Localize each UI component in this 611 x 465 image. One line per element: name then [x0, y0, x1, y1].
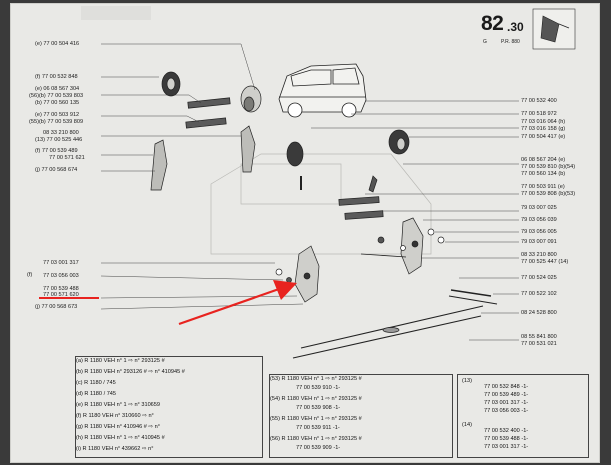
- red-arrow: [178, 280, 297, 326]
- notes-table-middle: (53) R 1180 VEH n° 1 ⇨ n° 293125 # 77 00…: [269, 374, 453, 458]
- ref-left-11: (j) 77 00 568 673: [35, 304, 78, 310]
- ref-left-10b-highlighted: 77 00 571 620: [43, 292, 79, 298]
- ref-right-11b: 77 00 525 447 (14): [521, 259, 569, 265]
- ref-left-5a: 08 33 210 800: [43, 130, 79, 136]
- ref-left-1: (e) 77 00 504 416: [35, 41, 80, 47]
- car-illustration: [278, 63, 367, 118]
- ref-right-10: 79 03 007 091: [521, 239, 557, 245]
- ref-right-1: 77 00 532 400: [521, 98, 557, 104]
- note-row: (h) R 1180 VEH n° 1 ⇨ n° 410945 #: [76, 435, 165, 441]
- note-row: (53) R 1180 VEH n° 1 ⇨ n° 293125 #: [270, 376, 362, 382]
- note-row: 77 00 532 848 -1-: [484, 384, 529, 390]
- note-row: (f) R 1180 VEH n° 310660 ⇨ n°: [76, 413, 154, 419]
- ref-left-10a: 77 00 539 488: [43, 286, 79, 292]
- ref-right-8: 79 03 056 039: [521, 217, 557, 223]
- ref-right-4: 77 00 504 417 (e): [521, 134, 566, 140]
- note-row: (c) R 1180 / 745: [76, 380, 116, 386]
- ref-right-12: 77 00 524 025: [521, 275, 557, 281]
- ref-left-8: 77 03 001 317: [43, 260, 79, 266]
- ref-left-2: (f) 77 00 532 848: [35, 74, 78, 80]
- note-row: (g) R 1180 VEH n° 410946 # ⇨ n°: [76, 424, 161, 430]
- note-row: (14): [462, 422, 472, 428]
- ref-right-15a: 08 55 841 800: [521, 334, 557, 340]
- ref-left-4a: (e) 77 00 503 912: [35, 112, 80, 118]
- page-number: 82: [481, 12, 504, 35]
- note-row: 77 00 539 909 -1-: [296, 445, 341, 451]
- note-row: (b) R 1180 VEH n° 293126 # ⇨ n° 410945 #: [76, 369, 185, 375]
- note-row: 77 03 001 317 -1-: [484, 400, 529, 406]
- note-row: (a) R 1180 VEH n° 1 ⇨ n° 293125 #: [76, 358, 165, 364]
- ref-left-4b: (55)(b) 77 00 539 809: [29, 119, 84, 125]
- ref-right-3b: 77 03 016 158 (g): [521, 126, 566, 132]
- bracket-label: (f): [27, 272, 33, 278]
- ref-right-14: 08 24 528 800: [521, 310, 557, 316]
- ref-left-7: (j) 77 00 568 674: [35, 167, 78, 173]
- note-row: 77 00 539 908 -1-: [296, 405, 341, 411]
- note-row: 77 03 056 003 -1-: [484, 408, 529, 414]
- ref-right-5c: 77 00 560 134 (b): [521, 171, 566, 177]
- note-row: (54) R 1180 VEH n° 1 ⇨ n° 293125 #: [270, 396, 362, 402]
- note-row: 77 00 539 910 -1-: [296, 385, 341, 391]
- ref-left-6a: (f) 77 00 539 489: [35, 148, 78, 154]
- ref-right-3a: 77 03 016 064 (h): [521, 119, 566, 125]
- ref-right-5a: 06 08 567 204 (e): [521, 157, 566, 163]
- ref-left-3b: (56)(b) 77 00 539 803: [29, 93, 84, 99]
- pr-code: P.R. 880: [501, 39, 520, 45]
- ref-right-7: 79 03 007 025: [521, 205, 557, 211]
- ref-right-13: 77 00 522 102: [521, 291, 557, 297]
- ref-left-6b: 77 00 571 621: [49, 155, 85, 161]
- note-row: (e) R 1180 VEH n° 1 ⇨ n° 310659: [76, 402, 161, 408]
- ref-left-3a: (e) 06 08 567 304: [35, 86, 80, 92]
- page-suffix: .30: [507, 20, 524, 34]
- note-row: (d) R 1180 / 745: [76, 391, 117, 397]
- ref-right-5b: 77 00 539 810 (b)(54): [521, 164, 576, 170]
- note-row: (i) R 1180 VEH n° 439662 ⇨ n°: [76, 446, 154, 452]
- section-letter: G: [483, 39, 487, 45]
- notes-table-right: (13) 77 00 532 848 -1- 77 00 539 489 -1-…: [457, 374, 589, 458]
- ref-left-5b: (13) 77 00 525 446: [35, 137, 83, 143]
- note-row: (13): [462, 378, 472, 384]
- ref-right-9: 79 03 056 005: [521, 229, 557, 235]
- ref-left-3c: (b) 77 00 560 135: [35, 100, 80, 106]
- ref-right-6a: 77 00 503 911 (e): [521, 184, 565, 190]
- note-row: 77 00 532 400 -1-: [484, 428, 529, 434]
- ref-right-6b: 77 00 539 808 (b)(53): [521, 191, 576, 197]
- ref-right-11a: 08 33 210 800: [521, 252, 557, 258]
- ref-left-9: 77 03 056 003: [43, 273, 79, 279]
- notes-table-left: (a) R 1180 VEH n° 1 ⇨ n° 293125 # (b) R …: [75, 356, 263, 458]
- note-row: 77 00 539 911 -1-: [296, 425, 340, 431]
- ref-right-2: 77 00 518 972: [521, 111, 557, 117]
- ref-right-15b: 77 00 531 021: [521, 341, 557, 347]
- note-row: 77 00 539 488 -1-: [484, 436, 529, 442]
- note-row: 77 00 539 489 -1-: [484, 392, 529, 398]
- parts-catalog-page: 82 .30 G P.R. 880 (e) 77 00 504 416 (f) …: [10, 3, 600, 463]
- exploded-parts-diagram: [39, 6, 576, 359]
- note-row: (56) R 1180 VEH n° 1 ⇨ n° 293125 #: [270, 436, 362, 442]
- note-row: 77 03 001 317 -1-: [484, 444, 529, 450]
- note-row: (55) R 1180 VEH n° 1 ⇨ n° 293125 #: [270, 416, 362, 422]
